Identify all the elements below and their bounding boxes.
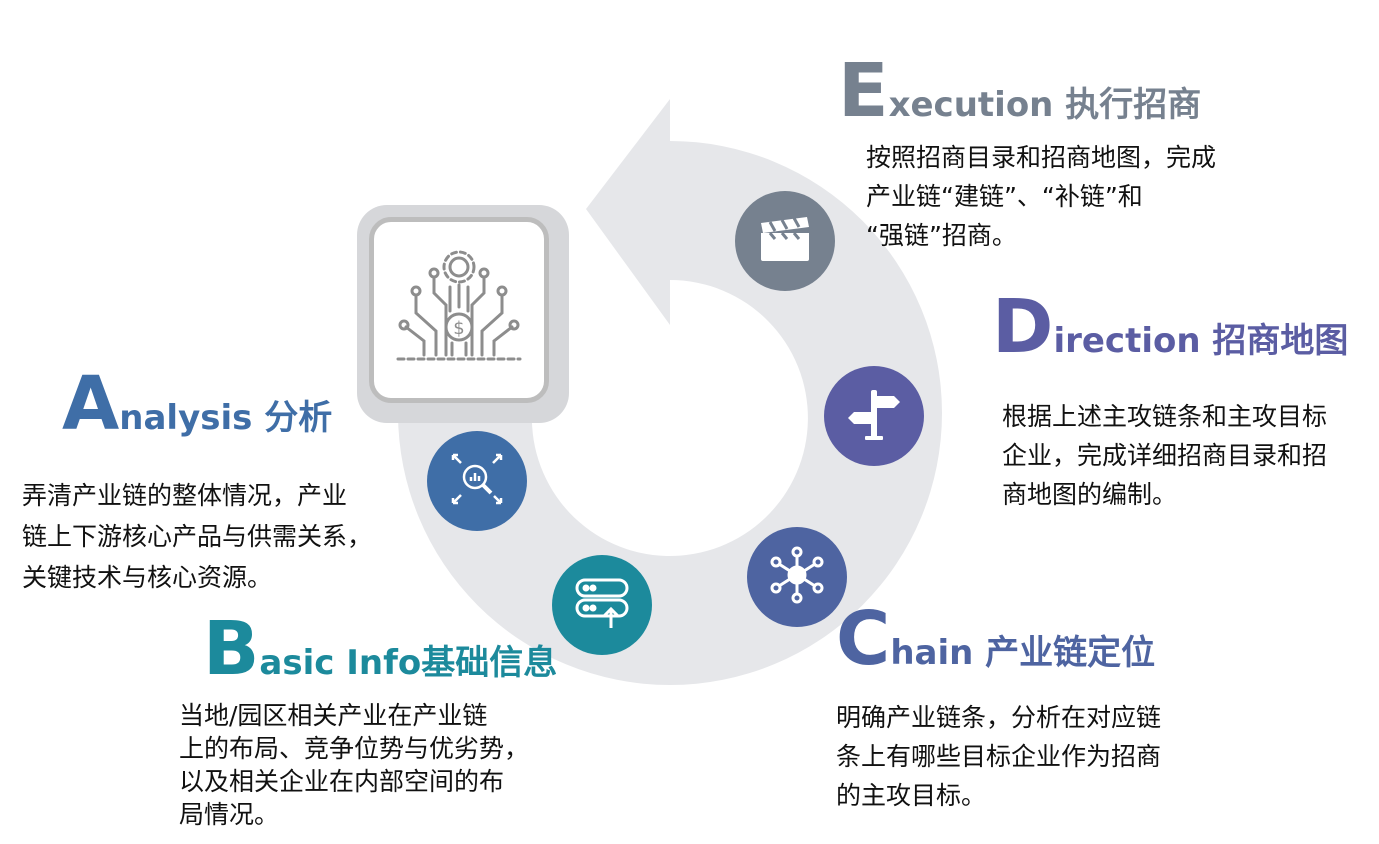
direction-title: irection 招商地图 xyxy=(1053,321,1349,361)
execution-description: 按照招商目录和招商地图，完成 产业链“建链”、“补链”和 “强链”招商。 xyxy=(866,138,1216,255)
direction-initial: D xyxy=(992,284,1054,370)
basic-info-circle xyxy=(552,555,652,655)
direction-heading: Direction 招商地图 xyxy=(992,290,1348,364)
direction-line: 商地图的编制。 xyxy=(1002,480,1178,509)
execution-circle xyxy=(735,191,835,291)
analysis-title: nalysis 分析 xyxy=(119,398,333,438)
analysis-initial: A xyxy=(62,361,120,447)
network-nodes-icon xyxy=(767,545,827,609)
analysis-line: 弄清产业链的整体情况，产业 xyxy=(22,481,348,510)
direction-line: 企业，完成详细招商目录和招 xyxy=(1002,441,1328,470)
svg-text:$: $ xyxy=(453,318,464,339)
server-upload-icon xyxy=(573,576,631,634)
execution-line: 产业链“建链”、“补链”和 xyxy=(866,182,1143,211)
analysis-line: 关键技术与核心资源。 xyxy=(22,563,273,592)
chain-circle xyxy=(747,527,847,627)
analysis-line: 链上下游核心产品与供需关系， xyxy=(22,522,373,551)
execution-line: 按照招商目录和招商地图，完成 xyxy=(866,143,1217,172)
center-icon-box: $ xyxy=(357,205,569,423)
basic-info-line: 当地/园区相关产业在产业链 xyxy=(179,701,488,730)
basic-info-heading: Basic Info基础信息 xyxy=(203,612,557,686)
clapperboard-icon xyxy=(758,215,812,267)
basic-info-title: asic Info基础信息 xyxy=(259,643,558,683)
direction-description: 根据上述主攻链条和主攻目标 企业，完成详细招商目录和招 商地图的编制。 xyxy=(1002,397,1327,514)
basic-info-line: 局情况。 xyxy=(179,800,280,829)
chain-title: hain 产业链定位 xyxy=(890,633,1156,673)
chain-heading: Chain 产业链定位 xyxy=(836,602,1155,676)
basic-info-description: 当地/园区相关产业在产业链 上的布局、竞争位势与优劣势， 以及相关企业在内部空间… xyxy=(179,699,529,831)
execution-title: xecution 执行招商 xyxy=(888,85,1202,125)
signpost-icon xyxy=(846,386,902,446)
chain-initial: C xyxy=(836,596,891,682)
direction-line: 根据上述主攻链条和主攻目标 xyxy=(1002,402,1328,431)
finance-circuit-icon: $ xyxy=(394,243,524,377)
analysis-description: 弄清产业链的整体情况，产业 链上下游核心产品与供需关系， 关键技术与核心资源。 xyxy=(22,475,372,598)
chain-line: 明确产业链条，分析在对应链 xyxy=(836,703,1162,732)
basic-info-initial: B xyxy=(203,606,260,692)
execution-line: “强链”招商。 xyxy=(866,221,1017,250)
execution-heading: Execution 执行招商 xyxy=(838,54,1201,128)
direction-circle xyxy=(824,366,924,466)
chain-line: 的主攻目标。 xyxy=(836,781,987,810)
basic-info-line: 以及相关企业在内部空间的布 xyxy=(179,767,505,796)
magnifier-chart-icon xyxy=(447,449,507,513)
basic-info-line: 上的布局、竞争位势与优劣势， xyxy=(179,734,530,763)
analysis-heading: Analysis 分析 xyxy=(62,367,332,441)
analysis-circle xyxy=(427,431,527,531)
chain-line: 条上有哪些目标企业作为招商 xyxy=(836,742,1162,771)
execution-initial: E xyxy=(838,48,889,134)
chain-description: 明确产业链条，分析在对应链 条上有哪些目标企业作为招商 的主攻目标。 xyxy=(836,698,1161,815)
